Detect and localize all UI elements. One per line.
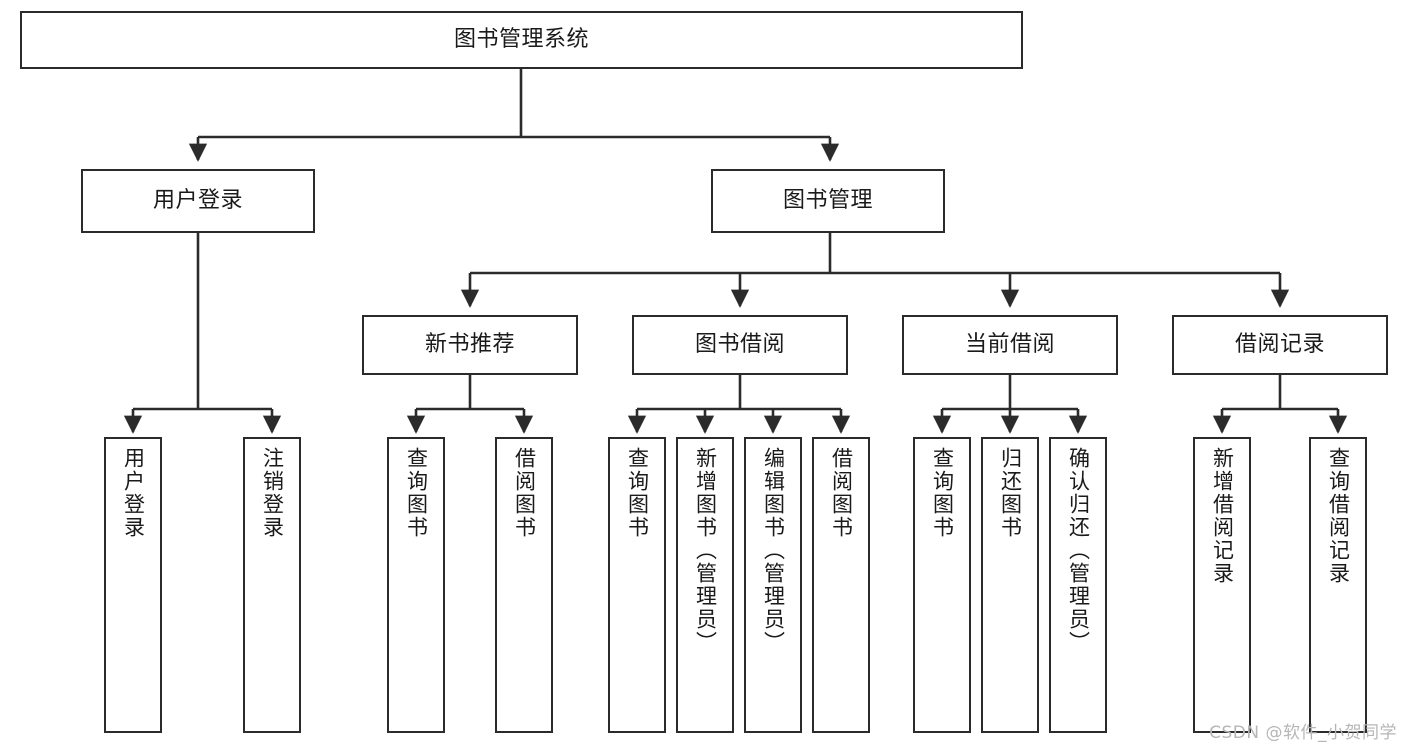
node-user-login[interactable]: 用户登录	[81, 169, 315, 233]
leaf-current-borrow-1[interactable]: 归还图书	[981, 437, 1039, 733]
node-book-borrow-label: 图书借阅	[694, 332, 785, 358]
node-current-borrow[interactable]: 当前借阅	[902, 315, 1118, 375]
leaf-user-login-1[interactable]: 注销登录	[243, 437, 301, 733]
node-borrow-records[interactable]: 借阅记录	[1172, 315, 1388, 375]
leaf-borrow-records-1[interactable]: 查询借阅记录	[1309, 437, 1367, 733]
leaf-label: 注销登录	[260, 447, 285, 539]
node-new-book-recommend-label: 新书推荐	[424, 332, 515, 358]
leaf-label: 编辑图书（管理员）	[761, 447, 786, 654]
leaf-label: 新增借阅记录	[1210, 447, 1235, 585]
leaf-label: 借阅图书	[512, 447, 537, 539]
leaf-label: 查询借阅记录	[1326, 447, 1351, 585]
node-book-management[interactable]: 图书管理	[711, 169, 945, 233]
leaf-label: 查询图书	[930, 447, 955, 539]
leaf-label: 新增图书（管理员）	[693, 447, 718, 654]
leaf-label: 查询图书	[625, 447, 650, 539]
leaf-borrow-records-0[interactable]: 新增借阅记录	[1193, 437, 1251, 733]
node-book-borrow[interactable]: 图书借阅	[632, 315, 848, 375]
node-root-label: 图书管理系统	[453, 27, 589, 53]
leaf-book-borrow-1[interactable]: 新增图书（管理员）	[676, 437, 734, 733]
leaf-current-borrow-2[interactable]: 确认归还（管理员）	[1049, 437, 1107, 733]
leaf-book-borrow-3[interactable]: 借阅图书	[812, 437, 870, 733]
node-current-borrow-label: 当前借阅	[964, 332, 1055, 358]
leaf-label: 确认归还（管理员）	[1066, 447, 1091, 654]
leaf-label: 查询图书	[404, 447, 429, 539]
node-borrow-records-label: 借阅记录	[1234, 332, 1325, 358]
leaf-book-borrow-2[interactable]: 编辑图书（管理员）	[744, 437, 802, 733]
leaf-label: 用户登录	[121, 447, 146, 539]
leaf-new-book-recommend-0[interactable]: 查询图书	[387, 437, 445, 733]
leaf-current-borrow-0[interactable]: 查询图书	[913, 437, 971, 733]
leaf-new-book-recommend-1[interactable]: 借阅图书	[495, 437, 553, 733]
leaf-label: 归还图书	[998, 447, 1023, 539]
node-new-book-recommend[interactable]: 新书推荐	[362, 315, 578, 375]
watermark: CSDN @软件_小贺同学	[1209, 723, 1397, 743]
node-user-login-label: 用户登录	[152, 188, 243, 214]
leaf-user-login-0[interactable]: 用户登录	[104, 437, 162, 733]
node-root[interactable]: 图书管理系统	[20, 11, 1023, 69]
leaf-book-borrow-0[interactable]: 查询图书	[608, 437, 666, 733]
node-book-management-label: 图书管理	[782, 188, 873, 214]
leaf-label: 借阅图书	[829, 447, 854, 539]
